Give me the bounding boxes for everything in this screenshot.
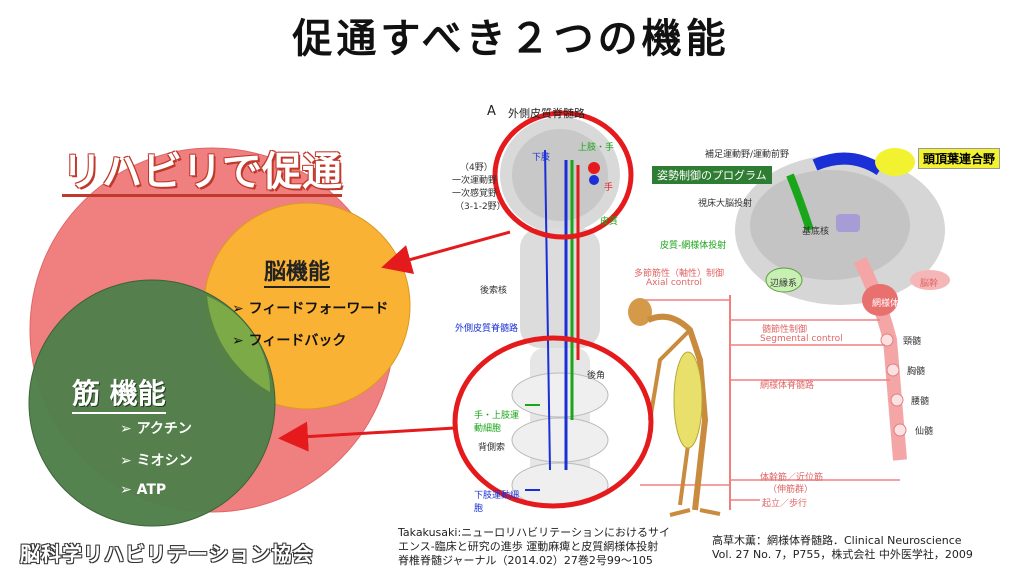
fig-a-primary-motor: 一次運動野 bbox=[452, 176, 498, 186]
figure-a-title: 外側皮質脊髄路 bbox=[508, 107, 585, 120]
highlight-ring-spinal bbox=[452, 335, 654, 509]
fig-a-hand: 手 bbox=[604, 183, 614, 193]
fig-b-segmental-jp: 髄節性制御 bbox=[762, 325, 808, 335]
fig-a-areas312: （3-1-2野） bbox=[455, 202, 506, 212]
fig-b-thoracic: 胸髄 bbox=[907, 367, 926, 377]
fig-b-brainstem: 脳幹 bbox=[920, 279, 939, 289]
fig-a-hand-motor: 手・上肢運動細胞 bbox=[474, 411, 520, 434]
fig-b-lumbar: 腰髄 bbox=[911, 397, 930, 407]
fig-b-reticulospinal: 網様体脊髄路 bbox=[760, 381, 815, 391]
fig-a-lower-limb: 下肢 bbox=[532, 153, 551, 163]
brain-item-feedback: ➢ フィードバック bbox=[232, 333, 347, 349]
muscle-item-actin: ➢ アクチン bbox=[120, 421, 192, 437]
fig-a-lateral-cst: 外側皮質脊髄路 bbox=[455, 324, 519, 334]
fig-b-trunk-muscle: 体幹筋／近位筋 bbox=[760, 473, 824, 483]
fig-b-limbic: 辺縁系 bbox=[770, 279, 798, 289]
fig-b-thalamocortical: 視床大脳投射 bbox=[698, 199, 753, 209]
citation-left: Takakusaki:ニューロリハビリテーションにおけるサイ エンス-臨床と研究… bbox=[398, 526, 670, 567]
arrow-to-muscle-function bbox=[278, 421, 456, 452]
arrow-to-brain-function bbox=[381, 230, 511, 275]
rehab-label: リハビリで促通 bbox=[62, 149, 342, 197]
muscle-circle bbox=[28, 279, 276, 527]
fig-a-posterior-column: 後索核 bbox=[480, 286, 508, 296]
fig-b-segmental-en: Segmental control bbox=[760, 334, 843, 344]
fig-b-standing-walking: 起立／歩行 bbox=[762, 499, 808, 509]
fig-a-upper-limb: 上肢・手 bbox=[578, 143, 615, 153]
page-title: 促通すべき２つの機能 bbox=[292, 16, 730, 62]
fig-b-sacral: 仙髄 bbox=[915, 427, 934, 437]
highlight-ring-brain bbox=[492, 110, 634, 240]
fig-b-parietal: 頭頂葉連合野 bbox=[918, 148, 1001, 169]
fig-a-area4: （4野） bbox=[460, 163, 493, 173]
fig-a-cortex: 皮質 bbox=[600, 217, 619, 227]
fig-b-posture-program: 姿勢制御のプログラム bbox=[652, 166, 772, 184]
fig-b-reticular: 網様体 bbox=[872, 299, 900, 309]
muscle-item-myosin: ➢ ミオシン bbox=[120, 453, 193, 469]
fig-b-axial-jp: 多節筋性（軸性）制御 bbox=[634, 269, 725, 279]
fig-b-extensors: （伸筋群） bbox=[768, 485, 814, 495]
fig-a-primary-sensory: 一次感覚野 bbox=[452, 189, 498, 199]
muscle-item-atp: ➢ ATP bbox=[120, 482, 167, 498]
fig-b-cervical: 頸髄 bbox=[903, 337, 922, 347]
fig-a-posterior-horn: 後角 bbox=[587, 371, 606, 381]
figure-b-illustration bbox=[640, 148, 950, 510]
skeleton-figure bbox=[628, 298, 721, 517]
brain-function-label: 脳機能 bbox=[264, 254, 331, 288]
citation-right: 高草木薫：網様体脊髄路．Clinical Neuroscience Vol. 2… bbox=[712, 534, 973, 561]
fig-b-axial-en: Axial control bbox=[646, 278, 703, 288]
fig-b-supplementary-motor: 補足運動野/運動前野 bbox=[705, 150, 790, 160]
figure-a-panel-letter: A bbox=[487, 104, 496, 119]
fig-a-lateral-column: 背側索 bbox=[478, 443, 506, 453]
brain-item-feedforward: ➢ フィードフォーワード bbox=[232, 301, 389, 317]
muscle-function-label: 筋 機能 bbox=[72, 372, 166, 414]
fig-b-basal-ganglia: 基底核 bbox=[802, 227, 830, 237]
fig-a-lower-motor: 下肢運動細胞 bbox=[474, 491, 520, 514]
venn-overlap bbox=[207, 296, 271, 392]
fig-b-corticoreticular: 皮質-網様体投射 bbox=[660, 241, 727, 251]
figure-a-illustration bbox=[500, 117, 620, 508]
organization-name: 脳科学リハビリテーション協会 bbox=[20, 542, 314, 566]
